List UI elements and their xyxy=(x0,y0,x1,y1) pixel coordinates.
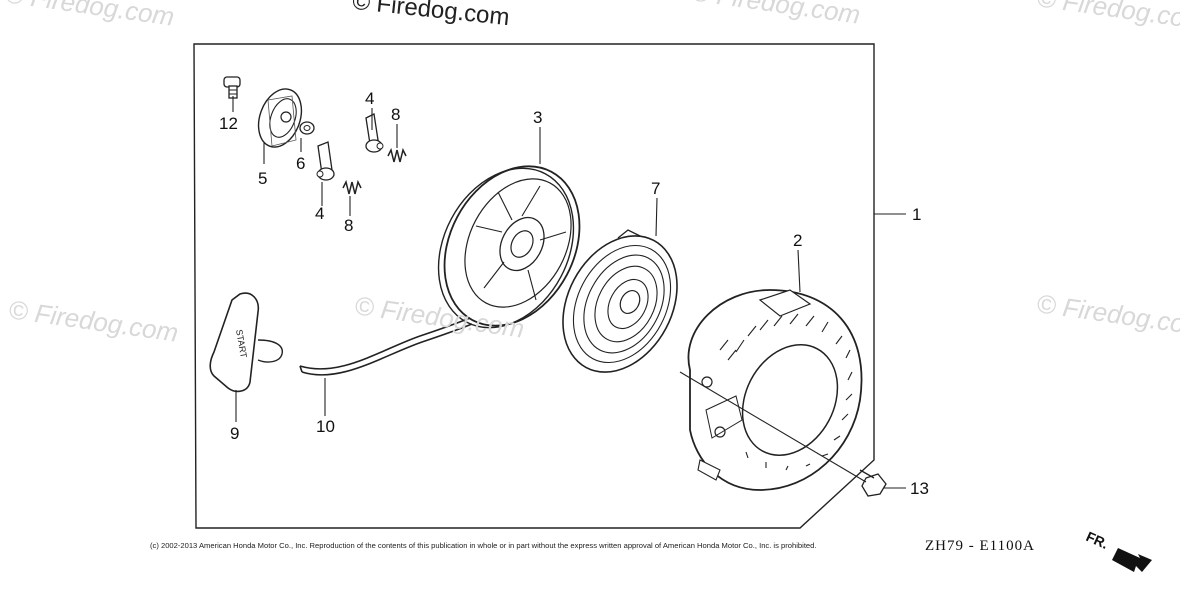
case-vents xyxy=(719,313,853,471)
part-13-bolt xyxy=(859,469,887,497)
callout-13: 13 xyxy=(910,479,929,498)
callout-10: 10 xyxy=(316,417,335,436)
assembly-outline xyxy=(193,43,875,529)
callout-12: 12 xyxy=(219,114,238,133)
diagram-code: ZH79 - E1100A xyxy=(925,538,1035,554)
part-2-starter-case xyxy=(687,289,863,491)
part-12-screw xyxy=(223,76,241,99)
part-4-ratchet-lower xyxy=(316,141,335,181)
leader-lines xyxy=(232,96,906,489)
callout-7: 7 xyxy=(651,179,661,198)
callout-4-lower: 4 xyxy=(315,204,325,223)
front-direction-arrow-icon xyxy=(1112,548,1152,572)
part-6-washer xyxy=(299,121,315,135)
callout-1: 1 xyxy=(912,205,922,224)
part-7-recoil-spring xyxy=(562,229,678,373)
callout-4-upper: 4 xyxy=(365,89,375,108)
part-3-reel xyxy=(437,165,581,329)
part-9-starter-grip: START xyxy=(209,292,283,393)
callout-5: 5 xyxy=(258,169,268,188)
part-10-starter-rope xyxy=(299,317,473,376)
callout-9: 9 xyxy=(230,424,240,443)
callout-6: 6 xyxy=(296,154,306,173)
part-8-spring-lower xyxy=(342,179,362,195)
copyright-notice: (c) 2002-2013 American Honda Motor Co., … xyxy=(150,541,817,550)
grip-start-label: START xyxy=(234,329,249,359)
callout-8-lower: 8 xyxy=(344,216,354,235)
part-4-ratchet-upper xyxy=(365,113,384,153)
part-8-spring-upper xyxy=(387,147,407,163)
callout-8-upper: 8 xyxy=(391,105,401,124)
part-5-ratchet-guide xyxy=(257,88,303,148)
callout-3: 3 xyxy=(533,108,543,127)
callout-2: 2 xyxy=(793,231,803,250)
